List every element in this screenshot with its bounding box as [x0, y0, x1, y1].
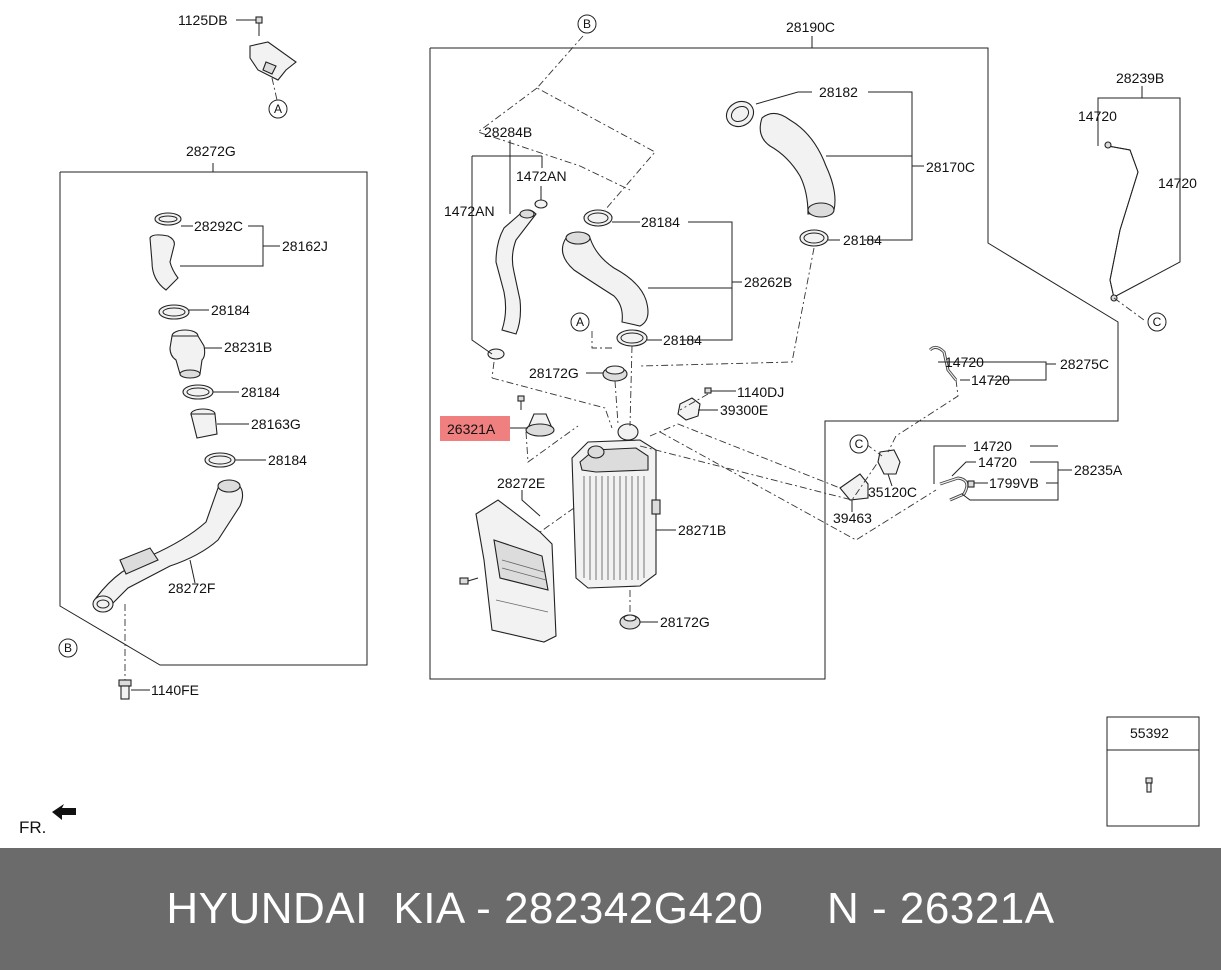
svg-text:A: A: [576, 315, 584, 329]
main-leader-lines: [471, 36, 1181, 623]
ref-circle-a-top: A: [268, 99, 288, 119]
svg-text:C: C: [855, 437, 864, 451]
sensor-parts: [517, 387, 712, 437]
left-leader-lines: [131, 163, 280, 691]
label-28272F[interactable]: 28272F: [168, 580, 215, 596]
label-28239B[interactable]: 28239B: [1116, 70, 1164, 86]
label-28262B[interactable]: 28262B: [744, 274, 792, 290]
label-28170C[interactable]: 28170C: [926, 159, 975, 175]
label-28182[interactable]: 28182: [819, 84, 858, 100]
label-1472AN-1[interactable]: 1472AN: [516, 168, 567, 184]
label-28172G-2[interactable]: 28172G: [660, 614, 710, 630]
main-assembly-frame: [429, 47, 1119, 680]
intercooler-part: [571, 423, 661, 630]
left-hose-parts: [92, 212, 244, 700]
ref-circle-c-right: C: [1147, 312, 1167, 332]
highlight-box-26321A: [440, 416, 510, 441]
label-28184-l1[interactable]: 28184: [211, 302, 250, 318]
label-14720-a[interactable]: 14720: [1078, 108, 1117, 124]
ref-circle-a-mid: A: [570, 312, 590, 332]
label-28184-l2[interactable]: 28184: [241, 384, 280, 400]
label-1140FE[interactable]: 1140FE: [151, 682, 199, 698]
label-28292C[interactable]: 28292C: [194, 218, 243, 234]
label-35120C[interactable]: 35120C: [868, 484, 917, 500]
footer-text: HYUNDAI KIA - 282342G420 N - 26321A: [166, 884, 1055, 933]
label-26321A[interactable]: 26321A: [447, 421, 496, 437]
svg-text:B: B: [64, 641, 72, 655]
label-28172G-1[interactable]: 28172G: [529, 365, 579, 381]
label-28272G[interactable]: 28272G: [186, 143, 236, 159]
label-28184-r1[interactable]: 28184: [843, 232, 882, 248]
label-14720-e[interactable]: 14720: [973, 438, 1012, 454]
label-28190C[interactable]: 28190C: [786, 19, 835, 35]
label-14720-b[interactable]: 14720: [1158, 175, 1197, 191]
label-14720-d[interactable]: 14720: [971, 372, 1010, 388]
front-direction-marker: FR.: [19, 804, 76, 837]
label-1140DJ[interactable]: 1140DJ: [737, 384, 784, 400]
label-28275C[interactable]: 28275C: [1060, 356, 1109, 372]
label-28284B[interactable]: 28284B: [484, 124, 532, 140]
part-labels[interactable]: 1125DB 28272G 28292C 28162J 28184 28231B…: [151, 12, 1197, 741]
right-side-parts: [839, 141, 1153, 793]
label-14720-f[interactable]: 14720: [978, 454, 1017, 470]
label-28184-m2[interactable]: 28184: [663, 332, 702, 348]
upper-hoses: [487, 100, 836, 382]
svg-text:A: A: [274, 102, 282, 116]
label-1125DB[interactable]: 1125DB: [178, 12, 228, 28]
cover-part: [459, 499, 557, 643]
label-28163G[interactable]: 28163G: [251, 416, 301, 432]
parts-diagram: A B A B C C 1125DB 28272G 28292C 28162J …: [19, 12, 1200, 837]
ref-circle-c-mid: C: [849, 434, 869, 454]
svg-text:C: C: [1153, 315, 1162, 329]
label-28184-l3[interactable]: 28184: [268, 452, 307, 468]
connection-dashes: [477, 35, 1145, 541]
label-39463[interactable]: 39463: [833, 510, 872, 526]
svg-text:B: B: [583, 17, 591, 31]
label-28231B[interactable]: 28231B: [224, 339, 272, 355]
arrow-icon: [52, 804, 76, 820]
label-28235A[interactable]: 28235A: [1074, 462, 1123, 478]
label-39300E[interactable]: 39300E: [720, 402, 768, 418]
label-28162J[interactable]: 28162J: [282, 238, 328, 254]
label-28184-m1[interactable]: 28184: [641, 214, 680, 230]
bracket-part: [236, 16, 297, 101]
label-28272E[interactable]: 28272E: [497, 475, 545, 491]
ref-circle-b-left: B: [58, 638, 78, 658]
ref-circle-b-top: B: [577, 14, 597, 34]
label-14720-c[interactable]: 14720: [945, 354, 984, 370]
label-1472AN-2[interactable]: 1472AN: [444, 203, 495, 219]
footer-banner: HYUNDAI KIA - 282342G420 N - 26321A: [0, 848, 1221, 970]
label-28271B[interactable]: 28271B: [678, 522, 726, 538]
label-55392[interactable]: 55392: [1130, 725, 1169, 741]
fr-label: FR.: [19, 818, 46, 837]
left-assembly-frame: [59, 171, 368, 666]
part-55392-box: [1106, 716, 1200, 827]
label-1799VB[interactable]: 1799VB: [989, 475, 1039, 491]
